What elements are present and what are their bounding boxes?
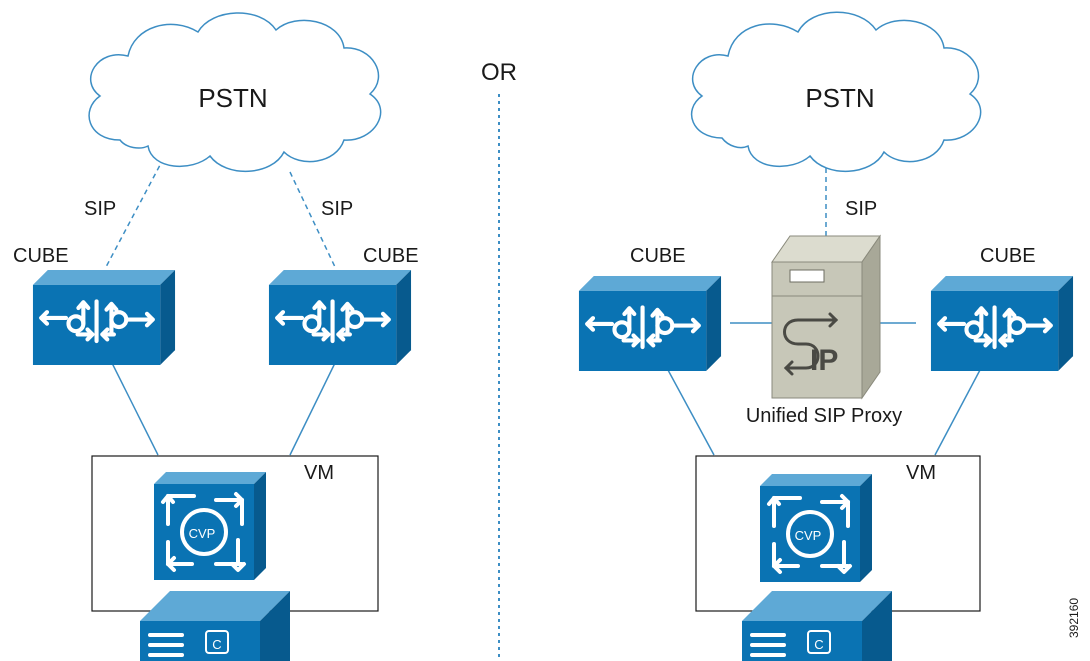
or-label: OR xyxy=(481,59,517,86)
cvp-label: CVP xyxy=(189,526,216,541)
figure-id: 392160 xyxy=(1067,598,1081,638)
cube-router-right xyxy=(931,276,1073,371)
vm-label: VM xyxy=(906,462,936,484)
sip-proxy-icon-text: IP xyxy=(810,344,838,377)
cvp-label: CVP xyxy=(795,528,822,543)
right-topology: PSTN SIP CUBE CUBE IP Unified SIP Proxy … xyxy=(579,11,1073,661)
pstn-cloud xyxy=(88,12,382,173)
sip-label: SIP xyxy=(845,198,877,220)
sip-proxy-label: Unified SIP Proxy xyxy=(746,405,902,427)
left-topology: PSTN SIP SIP CUBE CUBE VM CVP C xyxy=(13,12,419,661)
pstn-label: PSTN xyxy=(805,83,874,113)
pstn-label: PSTN xyxy=(198,83,267,113)
sip-label-left: SIP xyxy=(84,198,116,220)
cube-vm-link-left xyxy=(667,369,715,456)
server-badge: C xyxy=(814,637,823,652)
cube-router-left xyxy=(579,276,721,371)
cube-router-right xyxy=(269,270,411,365)
cube-vm-link-right xyxy=(289,362,336,456)
cube-router-left xyxy=(33,270,175,365)
cube-label-left: CUBE xyxy=(630,245,686,267)
cube-label-left: CUBE xyxy=(13,245,69,267)
sip-label-right: SIP xyxy=(321,198,353,220)
sip-proxy-server: IP xyxy=(771,234,881,400)
vm-label: VM xyxy=(304,462,334,484)
cube-vm-link-right xyxy=(934,369,981,456)
pstn-cloud xyxy=(691,11,982,173)
cube-label-right: CUBE xyxy=(363,245,419,267)
cube-label-right: CUBE xyxy=(980,245,1036,267)
cube-vm-link-left xyxy=(111,362,159,456)
sip-link-left xyxy=(105,149,169,268)
server-badge: C xyxy=(212,637,221,652)
